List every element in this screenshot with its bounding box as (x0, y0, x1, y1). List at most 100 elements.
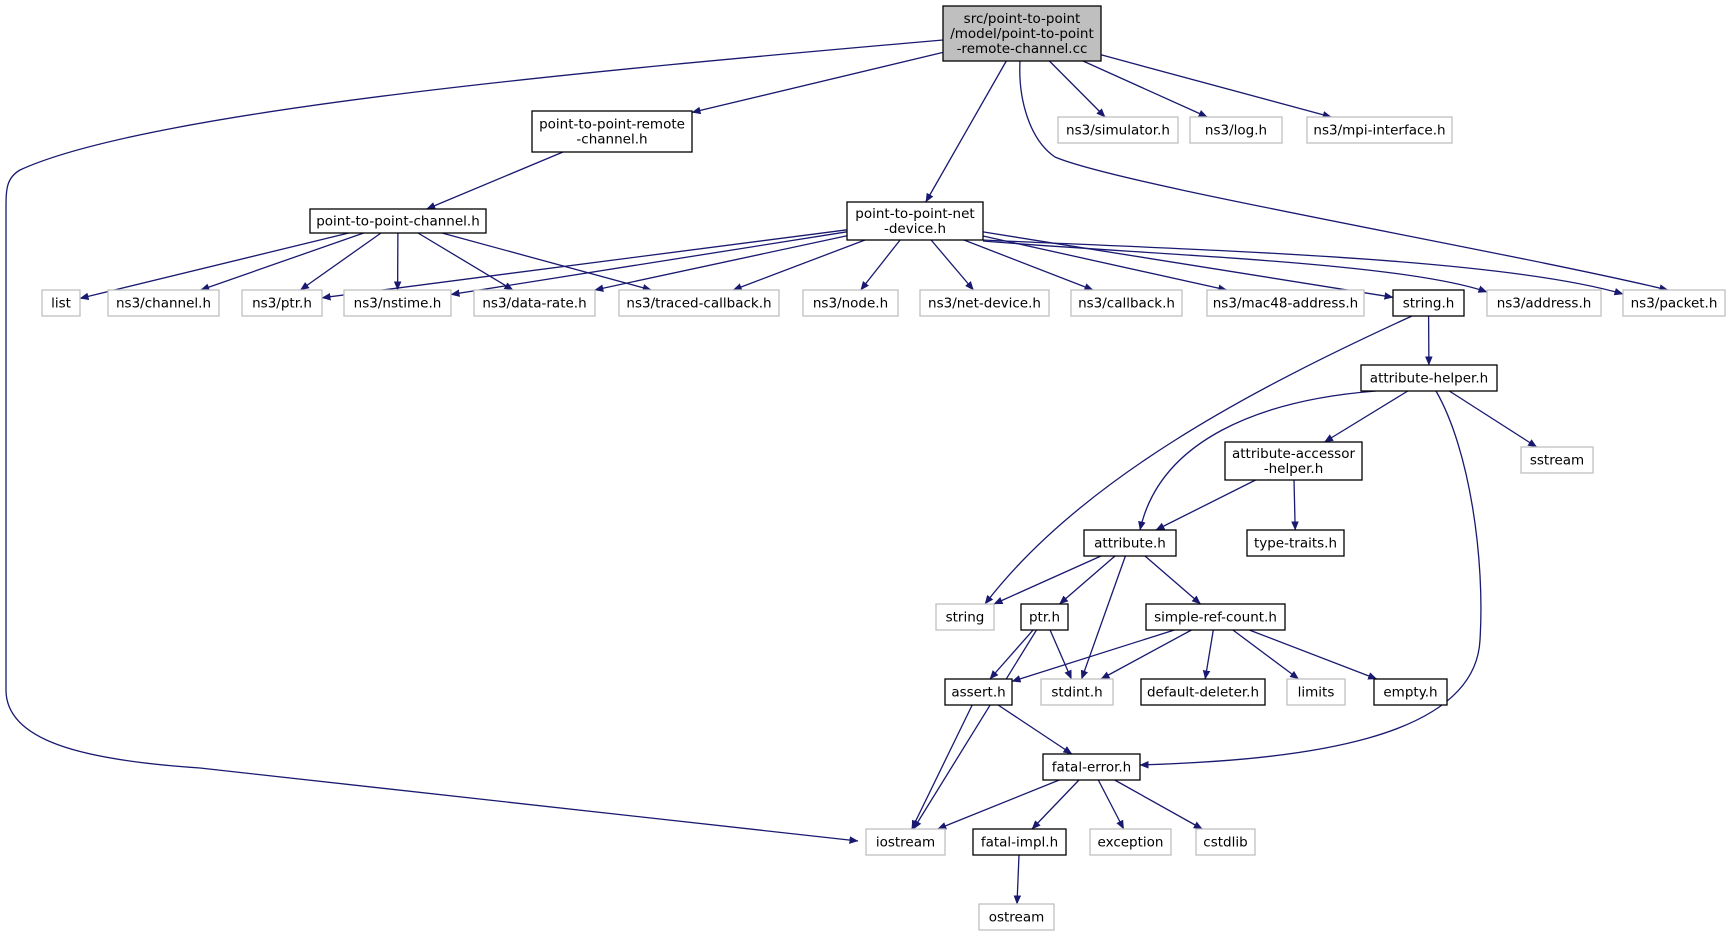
node-type-traits-h[interactable]: type-traits.h (1246, 529, 1345, 557)
node-label-attribute-accessor-helper-h-line-0: attribute-accessor (1232, 446, 1356, 462)
node-string: string (935, 603, 995, 631)
node-p2p-net-device-h[interactable]: point-to-point-net-device.h (846, 201, 984, 241)
edge-attribute-h-to-simple-ref-count-h (1144, 555, 1201, 605)
node-p2p-remote-channel-h[interactable]: point-to-point-remote-channel.h (531, 110, 693, 153)
node-simple-ref-count-h[interactable]: simple-ref-count.h (1145, 603, 1286, 631)
node-box-empty-h (1373, 678, 1448, 706)
edge-string-h-to-string (984, 315, 1413, 605)
edge-p2p-channel-h-to-list (79, 232, 349, 301)
node-stdint-h: stdint.h (1040, 678, 1114, 706)
node-iostream: iostream (865, 828, 946, 856)
node-ns3-nstime-h: ns3/nstime.h (343, 289, 452, 317)
edge-attribute-helper-h-to-sstream (1448, 390, 1538, 448)
node-label-assert-h-line-0: assert.h (951, 685, 1005, 701)
node-label-ns3-log-h-line-0: ns3/log.h (1205, 123, 1267, 139)
node-label-ostream-line-0: ostream (989, 910, 1045, 926)
node-label-root-line-2: -remote-channel.cc (957, 41, 1088, 57)
node-label-p2p-remote-channel-h-line-0: point-to-point-remote (539, 117, 685, 133)
node-label-p2p-remote-channel-h-line-1: -channel.h (576, 132, 647, 148)
node-box-ns3-log-h (1189, 116, 1283, 144)
node-label-attribute-accessor-helper-h-line-1: -helper.h (1264, 461, 1324, 477)
edge-p2p-net-device-h-to-ns3-callback-h (963, 239, 1094, 291)
node-attribute-accessor-helper-h[interactable]: attribute-accessor-helper.h (1224, 441, 1363, 481)
node-assert-h[interactable]: assert.h (944, 678, 1013, 706)
node-box-ostream (978, 903, 1055, 931)
node-box-ns3-address-h (1486, 289, 1602, 317)
node-label-ns3-nstime-h-line-0: ns3/nstime.h (354, 296, 442, 312)
node-box-limits (1286, 678, 1346, 706)
node-label-string-h-line-0: string.h (1403, 296, 1455, 312)
node-box-string-h (1392, 289, 1465, 317)
node-box-list (41, 289, 81, 317)
node-exception: exception (1089, 828, 1172, 856)
node-ns3-simulator-h: ns3/simulator.h (1057, 116, 1179, 144)
edge-p2p-net-device-h-to-ns3-net-device-h (930, 239, 974, 291)
node-root[interactable]: src/point-to-point/model/point-to-point-… (942, 5, 1102, 62)
node-label-ns3-node-h-line-0: ns3/node.h (813, 296, 888, 312)
node-label-ns3-channel-h-line-0: ns3/channel.h (116, 296, 211, 312)
node-box-ns3-channel-h (107, 289, 220, 317)
node-box-attribute-h (1083, 529, 1177, 557)
node-box-cstdlib (1195, 828, 1256, 856)
node-box-ns3-data-rate-h (473, 289, 596, 317)
node-label-ns3-simulator-h-line-0: ns3/simulator.h (1066, 123, 1170, 139)
edge-p2p-channel-h-to-ns3-ptr-h (300, 232, 382, 291)
node-ns3-mac48-address-h: ns3/mac48-address.h (1206, 289, 1365, 317)
node-label-iostream-line-0: iostream (876, 835, 935, 851)
node-label-cstdlib-line-0: cstdlib (1203, 835, 1247, 851)
node-ns3-address-h: ns3/address.h (1486, 289, 1602, 317)
node-box-fatal-error-h (1042, 753, 1141, 781)
node-box-assert-h (944, 678, 1013, 706)
edge-ptr-h-to-assert-h (989, 629, 1034, 680)
node-box-attribute-helper-h (1360, 364, 1498, 392)
node-p2p-channel-h[interactable]: point-to-point-channel.h (309, 208, 487, 234)
node-default-deleter-h[interactable]: default-deleter.h (1140, 678, 1266, 706)
node-ptr-h[interactable]: ptr.h (1020, 603, 1069, 631)
node-box-ns3-mac48-address-h (1206, 289, 1365, 317)
edge-root-to-iostream (5, 39, 944, 844)
edge-p2p-remote-channel-h-to-p2p-channel-h (426, 151, 564, 210)
node-box-ns3-simulator-h (1057, 116, 1179, 144)
node-box-ns3-mpi-interface-h (1306, 116, 1453, 144)
edge-fatal-impl-h-to-ostream (1013, 854, 1022, 905)
node-label-fatal-error-h-line-0: fatal-error.h (1052, 760, 1132, 776)
node-ns3-channel-h: ns3/channel.h (107, 289, 220, 317)
node-box-type-traits-h (1246, 529, 1345, 557)
node-fatal-error-h[interactable]: fatal-error.h (1042, 753, 1141, 781)
node-empty-h[interactable]: empty.h (1373, 678, 1448, 706)
nodes-layer: src/point-to-point/model/point-to-point-… (41, 5, 1726, 931)
node-attribute-h[interactable]: attribute.h (1083, 529, 1177, 557)
edge-attribute-helper-h-to-attribute-accessor-helper-h (1324, 390, 1409, 443)
edge-fatal-error-h-to-fatal-impl-h (1031, 779, 1080, 830)
edge-p2p-net-device-h-to-string-h (982, 231, 1394, 300)
node-label-p2p-channel-h-line-0: point-to-point-channel.h (316, 214, 480, 230)
edge-fatal-error-h-to-cstdlib (1114, 779, 1203, 830)
node-ns3-traced-callback-h: ns3/traced-callback.h (618, 289, 780, 317)
node-label-string-line-0: string (946, 610, 985, 626)
node-label-default-deleter-h-line-0: default-deleter.h (1147, 685, 1259, 701)
edge-p2p-channel-h-to-ns3-traced-callback-h (441, 232, 652, 292)
node-box-p2p-remote-channel-h (531, 110, 693, 153)
node-box-p2p-net-device-h (846, 201, 984, 241)
node-label-ns3-callback-h-line-0: ns3/callback.h (1078, 296, 1175, 312)
edge-attribute-h-to-string (993, 555, 1102, 605)
node-label-attribute-h-line-0: attribute.h (1094, 536, 1166, 552)
node-box-simple-ref-count-h (1145, 603, 1286, 631)
edge-root-to-ns3-packet-h (1019, 60, 1669, 292)
node-list: list (41, 289, 81, 317)
node-label-ns3-data-rate-h-line-0: ns3/data-rate.h (482, 296, 586, 312)
edge-p2p-net-device-h-to-ns3-data-rate-h (594, 235, 848, 292)
edge-attribute-h-to-stdint-h (1080, 555, 1127, 680)
node-fatal-impl-h[interactable]: fatal-impl.h (972, 828, 1067, 856)
node-ns3-packet-h: ns3/packet.h (1622, 289, 1726, 317)
edge-simple-ref-count-h-to-limits (1232, 629, 1299, 680)
node-box-ptr-h (1020, 603, 1069, 631)
node-attribute-helper-h[interactable]: attribute-helper.h (1360, 364, 1498, 392)
node-label-ns3-ptr-h-line-0: ns3/ptr.h (252, 296, 312, 312)
node-string-h[interactable]: string.h (1392, 289, 1465, 317)
node-ns3-net-device-h: ns3/net-device.h (919, 289, 1050, 317)
edge-attribute-accessor-helper-h-to-type-traits-h (1291, 479, 1299, 531)
node-label-empty-h-line-0: empty.h (1383, 685, 1437, 701)
edge-root-to-ns3-simulator-h (1048, 60, 1106, 118)
